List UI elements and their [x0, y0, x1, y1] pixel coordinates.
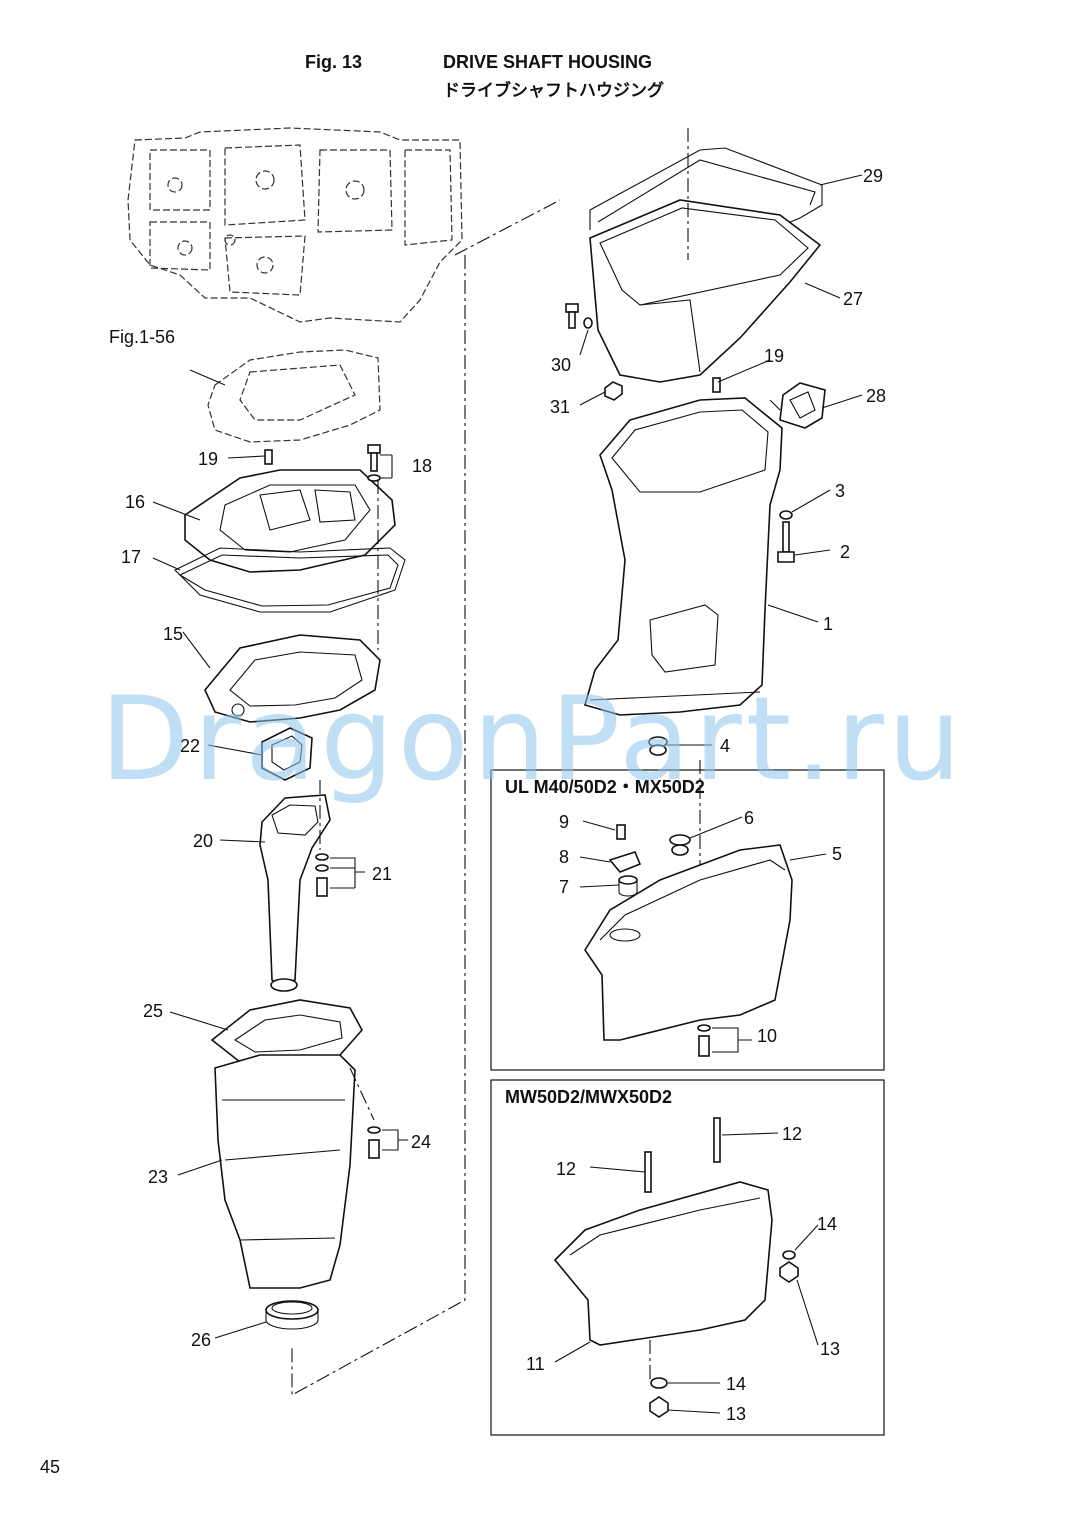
part-4-grommet [648, 736, 668, 756]
callout-27: 27 [843, 289, 863, 309]
callout-25: 25 [143, 1001, 163, 1021]
callout-17: 17 [121, 547, 141, 567]
part-26-seal-ring [265, 1300, 319, 1330]
callout-20: 20 [193, 831, 213, 851]
callout-21: 21 [372, 864, 392, 884]
part-3-washer [779, 510, 793, 520]
part-21-bolt-washer [315, 853, 329, 897]
callout-29: 29 [863, 166, 883, 186]
variant-box-mw-mwx: MW50D2/MWX50D2 [490, 1079, 885, 1436]
callout-labels: Fig.1-56 29 27 28 19 3 2 1 4 30 31 19 18… [109, 166, 886, 1424]
callout-19-right: 19 [764, 346, 784, 366]
part-13-nut-bottom [649, 1396, 669, 1418]
callout-13-bottom: 13 [726, 1404, 746, 1424]
part-18-bolt-washer [367, 444, 381, 482]
part-28-clip [779, 382, 826, 429]
part-6-grommet [669, 834, 691, 856]
part-27-apron-pan [589, 199, 822, 383]
part-7-cap [618, 875, 638, 897]
callout-22: 22 [180, 736, 200, 756]
part-12-stud-left [644, 1151, 652, 1193]
callout-14-right: 14 [817, 1214, 837, 1234]
part-8-plate [608, 851, 642, 873]
figure-title: DRIVE SHAFT HOUSING [443, 52, 653, 72]
part-20-exhaust-pipe [259, 794, 331, 992]
callout-12-left: 12 [556, 1159, 576, 1179]
callout-6: 6 [744, 808, 754, 828]
part-17-seal [174, 547, 406, 613]
part-24-bolt-washer [367, 1126, 381, 1159]
part-16-upper-casing [184, 469, 396, 573]
callout-12-right: 12 [782, 1124, 802, 1144]
callout-10: 10 [757, 1026, 777, 1046]
part-14-washer-bottom [650, 1377, 668, 1389]
part-12-stud-right [713, 1117, 721, 1163]
callout-4: 4 [720, 736, 730, 756]
variant-box-ul-mx-title: UL M40/50D2・MX50D2 [505, 777, 705, 797]
page-number: 45 [40, 1457, 61, 1477]
reference-gasket-fig1-56 [207, 349, 381, 443]
callout-19-left: 19 [198, 449, 218, 469]
part-15-gasket [204, 634, 381, 723]
part-13-nut-right [779, 1261, 799, 1283]
callout-3: 3 [835, 481, 845, 501]
part-10-bolt-washer [697, 1024, 711, 1057]
callout-26: 26 [191, 1330, 211, 1350]
variant-box-mw-mwx-title: MW50D2/MWX50D2 [505, 1087, 672, 1107]
figure-subtitle-japanese: ドライブシャフトハウジング [443, 81, 664, 100]
engine-block-outline [127, 127, 463, 323]
variant-box-ul-mx: UL M40/50D2・MX50D2 [490, 769, 885, 1071]
callout-2: 2 [840, 542, 850, 562]
part-31-nut [604, 381, 623, 401]
callout-18: 18 [412, 456, 432, 476]
part-1-drive-shaft-housing [584, 397, 783, 716]
callout-23: 23 [148, 1167, 168, 1187]
figure-number: Fig. 13 [305, 52, 363, 72]
callout-28: 28 [866, 386, 886, 406]
callout-7: 7 [559, 877, 569, 897]
callout-13-right: 13 [820, 1339, 840, 1359]
watermark: DragonPart.ru [100, 672, 966, 807]
part-5-lower-casing-short [584, 844, 793, 1041]
part-14-washer-right [782, 1250, 796, 1260]
part-9-screw [616, 824, 626, 840]
callout-15: 15 [163, 624, 183, 644]
part-19-dowel-left [264, 449, 273, 465]
part-22-gasket [261, 727, 313, 781]
callout-31: 31 [550, 397, 570, 417]
callout-8: 8 [559, 847, 569, 867]
leader-lines [152, 174, 863, 1414]
callout-9: 9 [559, 812, 569, 832]
part-23-muffler-housing [214, 1054, 356, 1289]
callout-16: 16 [125, 492, 145, 512]
callout-14-bottom: 14 [726, 1374, 746, 1394]
reference-label-fig1-56: Fig.1-56 [109, 327, 175, 347]
part-11-lower-casing-long [553, 1181, 773, 1346]
callout-30: 30 [551, 355, 571, 375]
callout-1: 1 [823, 614, 833, 634]
callout-5: 5 [832, 844, 842, 864]
part-2-bolt [777, 521, 795, 563]
callout-24: 24 [411, 1132, 431, 1152]
part-19-dowel-right [712, 377, 721, 393]
part-30-screw-washer [565, 303, 593, 329]
callout-11: 11 [526, 1354, 545, 1374]
